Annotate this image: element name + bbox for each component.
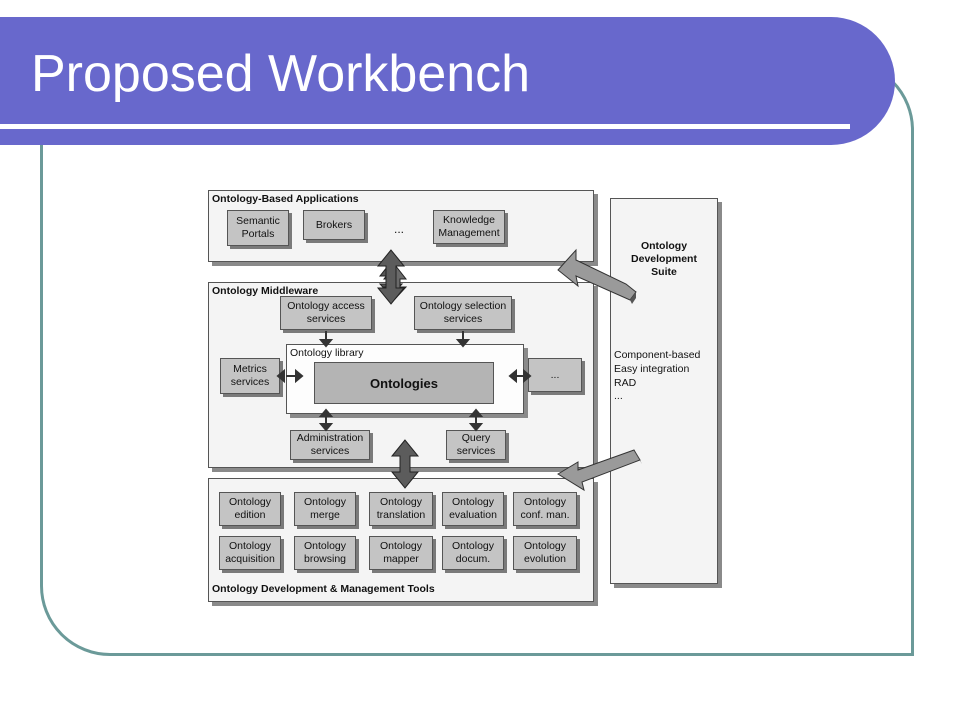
suite-arrow-top [557,248,637,304]
suite-feature-3: RAD [614,377,637,389]
tools-label: Ontology Development & Management Tools [212,583,435,595]
selection-services-box: Ontology selection services [414,296,512,330]
tool-evolution-box: Ontology evolution [513,536,577,570]
double-arrow-top [376,249,408,305]
tool-browsing-box: Ontology browsing [294,536,356,570]
applications-more: ... [394,222,405,236]
middleware-more-box: ... [528,358,582,392]
tool-docum-box: Ontology docum. [442,536,504,570]
metrics-services-box: Metrics services [220,358,280,394]
knowledge-management-box: Knowledge Management [433,210,505,244]
tool-translation-box: Ontology translation [369,492,433,526]
double-arrow-bottom [390,439,420,489]
administration-services-box: Administration services [290,430,370,460]
query-services-box: Query services [446,430,506,460]
tool-acquisition-box: Ontology acquisition [219,536,281,570]
brokers-box: Brokers [303,210,365,240]
tool-mapper-box: Ontology mapper [369,536,433,570]
tool-edition-box: Ontology edition [219,492,281,526]
tool-merge-box: Ontology merge [294,492,356,526]
development-suite-content: Ontology Development Suite Component-bas… [610,198,718,584]
suite-arrow-bottom [557,449,642,492]
slide-title: Proposed Workbench [31,45,531,103]
workbench-diagram: Ontology-Based Applications Semantic Por… [206,188,726,606]
access-services-box: Ontology access services [280,296,372,330]
diagram-arrows [276,248,642,492]
ontologies-box: Ontologies [314,362,494,404]
title-underline [0,124,850,129]
development-suite-title: Ontology Development Suite [631,240,697,278]
suite-feature-1: Component-based [614,349,701,361]
suite-feature-2: Easy integration [614,363,690,375]
suite-feature-4: ... [614,390,623,402]
ontology-library-label: Ontology library [290,347,364,359]
semantic-portals-box: Semantic Portals [227,210,289,246]
middleware-label: Ontology Middleware [212,285,319,297]
tool-conf-man-box: Ontology conf. man. [513,492,577,526]
title-bar [0,17,895,145]
development-suite-panel [610,198,718,584]
applications-label: Ontology-Based Applications [212,193,359,205]
connector-arrows [276,331,532,432]
tool-evaluation-box: Ontology evaluation [442,492,504,526]
